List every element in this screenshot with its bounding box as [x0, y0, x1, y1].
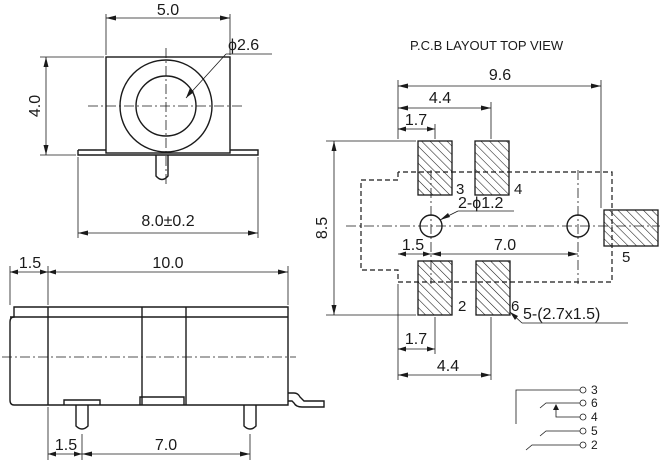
pad-5	[603, 209, 659, 247]
pcb-pad-span-top: 4.4	[429, 90, 451, 107]
pad-2	[417, 260, 453, 316]
pad-number-6: 6	[511, 298, 519, 315]
front-hole-dim: ϕ2.6	[228, 37, 259, 54]
schematic-label-4: 4	[591, 410, 598, 424]
pad-4	[474, 140, 510, 196]
pad-number-3: 3	[456, 181, 464, 198]
schematic-pin-3	[579, 386, 587, 394]
side-pin-offset-dim: 1.5	[55, 437, 77, 454]
front-pin	[155, 155, 169, 181]
pcb-pad-size: 5-(2.7x1.5)	[523, 306, 600, 323]
pcb-overall-height: 8.5	[314, 217, 331, 239]
pad-3	[417, 140, 453, 196]
side-view: 1.5 10.0 1.5 7.0	[2, 255, 325, 460]
hole-left	[419, 214, 443, 238]
pcb-pad-width-top: 1.7	[405, 112, 427, 129]
front-height-dim: 4.0	[27, 95, 44, 117]
side-pin-right	[243, 405, 257, 430]
schematic-label-6: 6	[591, 396, 598, 410]
side-pin-left	[75, 405, 89, 430]
side-tail-pin	[288, 392, 325, 408]
pin-schematic: 3 6 4 5 2	[515, 383, 598, 452]
front-view: 5.0 ϕ2.6 4.0 8.0±0.2	[27, 2, 272, 238]
schematic-pin-5	[579, 427, 587, 435]
schematic-label-2: 2	[591, 438, 598, 452]
schematic-pin-6	[579, 399, 587, 407]
pcb-layout: P.C.B LAYOUT TOP VIEW 3 4 5 2 6 9.6	[314, 38, 660, 380]
schematic-pin-2	[579, 441, 587, 449]
front-width-dim: 5.0	[157, 2, 179, 19]
pad-number-2: 2	[458, 298, 466, 315]
schematic-pin-4	[579, 413, 587, 421]
front-flange	[77, 149, 259, 156]
side-pin-pitch-dim: 7.0	[155, 437, 177, 454]
pcb-overall-width: 9.6	[489, 67, 511, 84]
pad-number-5: 5	[622, 249, 630, 266]
pcb-hole-label: 2-ϕ1.2	[458, 195, 504, 212]
pad-number-4: 4	[514, 181, 522, 198]
pcb-pad-span-bottom: 4.4	[437, 358, 459, 375]
schematic-label-5: 5	[591, 424, 598, 438]
pcb-hole-offset: 1.5	[402, 237, 424, 254]
side-length-dim: 10.0	[152, 255, 183, 272]
front-base-dim: 8.0±0.2	[141, 213, 194, 230]
pcb-pad-width-bottom: 1.7	[405, 331, 427, 348]
pcb-title: P.C.B LAYOUT TOP VIEW	[410, 38, 564, 53]
schematic-label-3: 3	[591, 383, 598, 397]
hole-right	[566, 214, 590, 238]
pcb-hole-pitch: 7.0	[494, 237, 516, 254]
front-body	[105, 56, 231, 154]
pcb-outline	[360, 171, 613, 283]
side-body	[9, 306, 289, 406]
side-offset-dim: 1.5	[19, 255, 41, 272]
pad-6	[475, 260, 511, 316]
